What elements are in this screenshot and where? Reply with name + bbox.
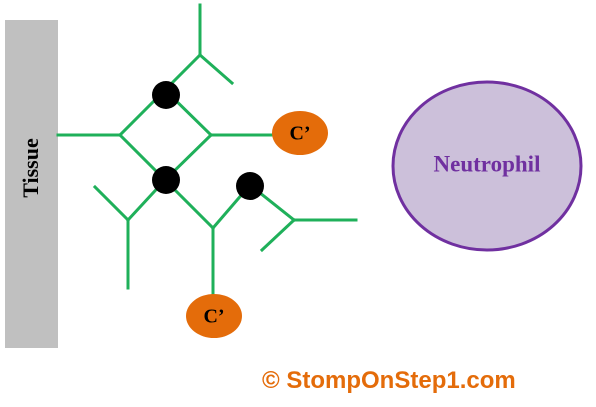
complement-bottom (186, 294, 242, 338)
complement-bottom-label: C’ (203, 306, 224, 328)
antigen-dot-top (152, 81, 180, 109)
complement-top (272, 111, 328, 155)
tissue-bar (5, 20, 58, 348)
complement-top-label: C’ (289, 123, 310, 145)
antigen-dot-right (236, 172, 264, 200)
neutrophil-label: Neutrophil (434, 151, 541, 176)
tissue-label: Tissue (18, 138, 43, 198)
antibody-network (56, 3, 358, 302)
antigen-dot-middle (152, 166, 180, 194)
neutrophil-cell (391, 80, 583, 252)
copyright-text: © StompOnStep1.com (262, 367, 516, 394)
